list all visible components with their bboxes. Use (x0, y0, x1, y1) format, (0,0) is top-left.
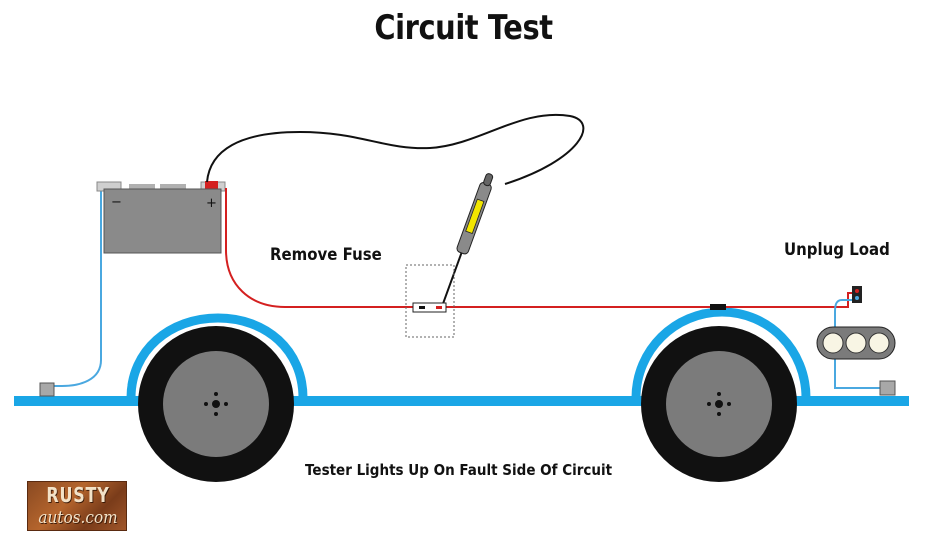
chassis-frame (14, 396, 909, 406)
test-light-probe (441, 173, 494, 306)
diagram-title: Circuit Test (374, 8, 553, 48)
battery-positive-symbol: + (206, 196, 217, 211)
wire-connector (710, 304, 726, 310)
fuse-socket (412, 302, 447, 313)
rear-wheel (641, 326, 797, 482)
tail-light-assembly (816, 326, 896, 360)
fuse-box-outline (405, 264, 455, 338)
remove-fuse-label: Remove Fuse (270, 245, 382, 265)
rear-fender-arch (631, 307, 811, 399)
battery (96, 181, 226, 254)
front-ground-lug (39, 382, 55, 397)
hot-wire (225, 188, 856, 308)
logo-line-2: autos.com (38, 508, 118, 528)
rear-ground-lug (879, 380, 896, 396)
rustyautos-logo[interactable]: RUSTY autos.com (27, 481, 127, 531)
battery-negative-symbol: − (111, 195, 122, 210)
unplug-load-label: Unplug Load (784, 240, 890, 260)
load-plug (852, 286, 862, 303)
tester-caption: Tester Lights Up On Fault Side Of Circui… (305, 461, 613, 479)
battery-ground-wire (52, 188, 102, 387)
front-wheel (138, 326, 294, 482)
load-ground-wire (834, 299, 882, 389)
logo-line-1: RUSTY (46, 483, 110, 507)
tester-lead-wire (206, 113, 585, 185)
front-fender-arch (126, 313, 308, 399)
